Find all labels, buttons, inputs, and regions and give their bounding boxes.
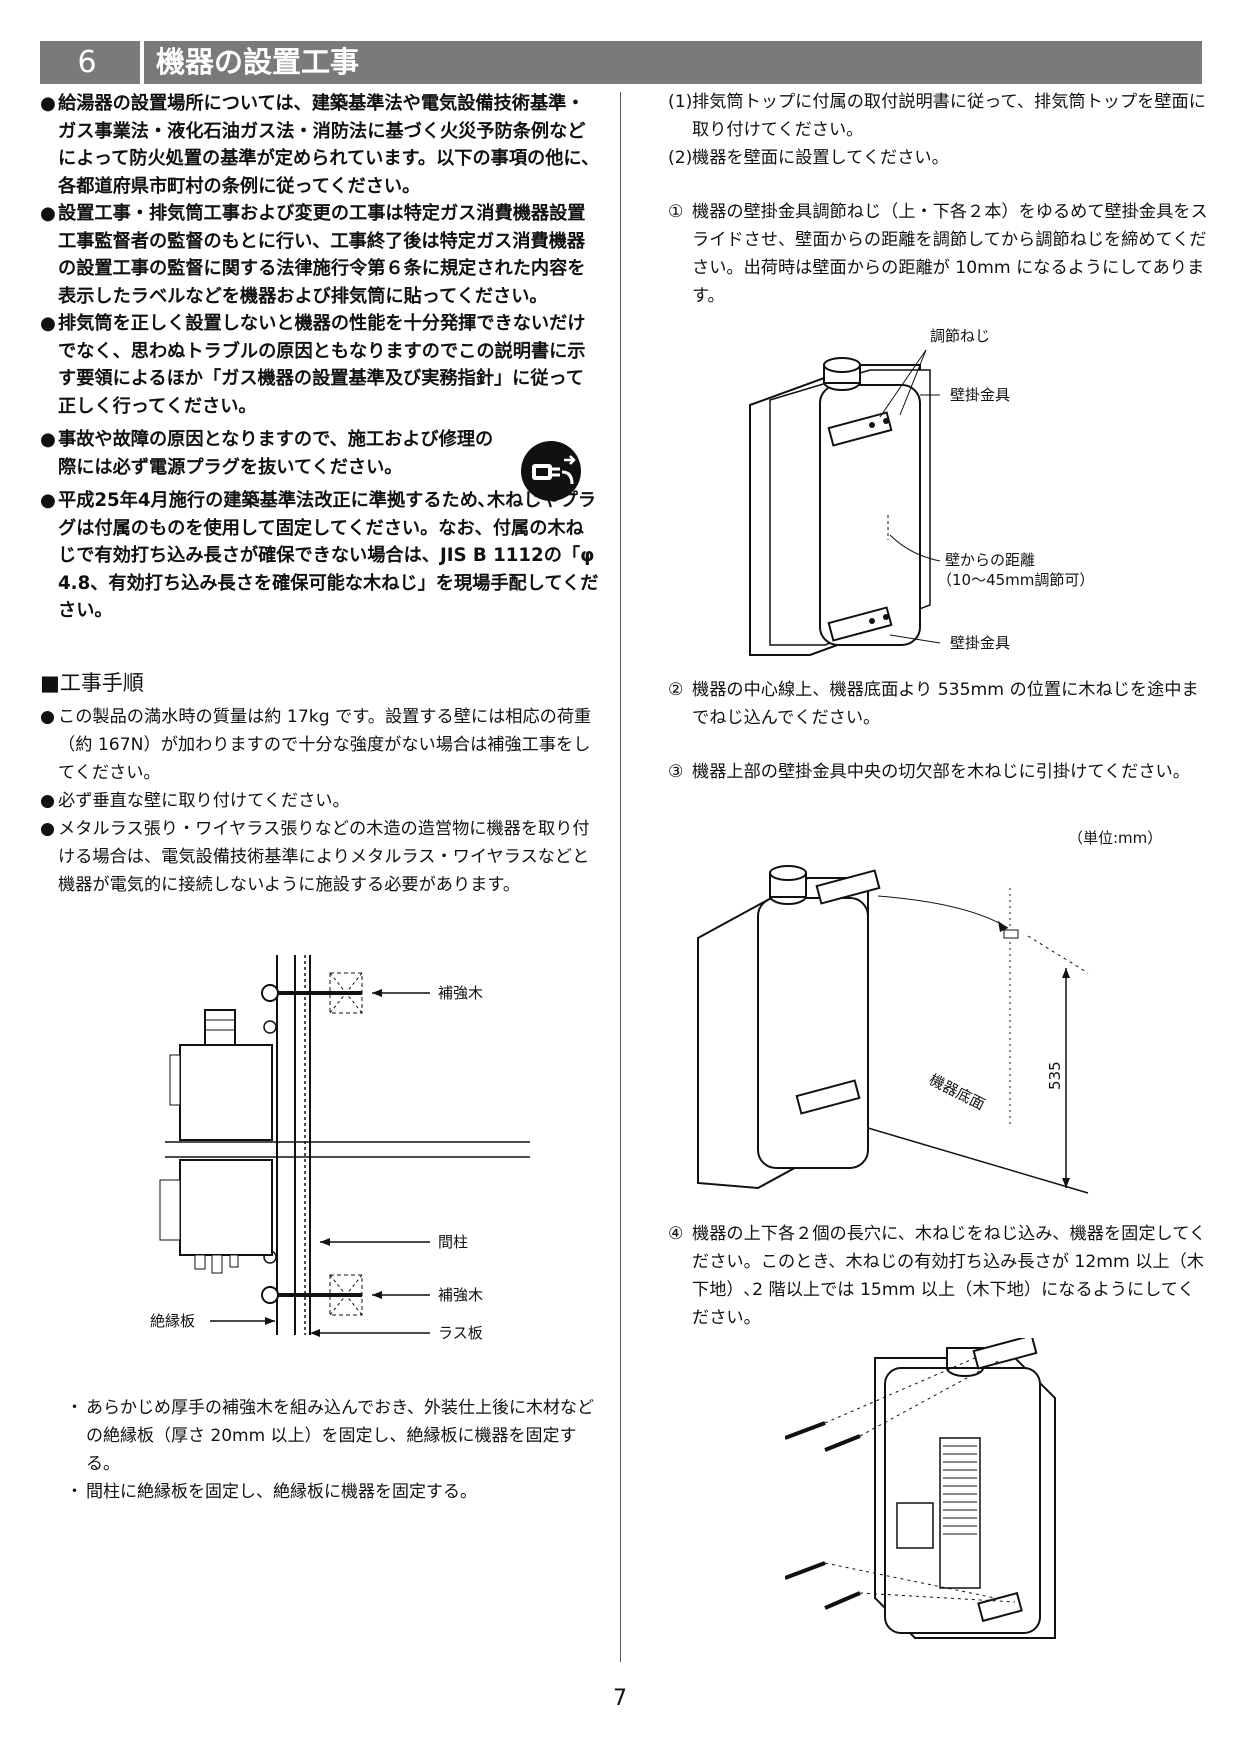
label-stud: 間柱: [438, 1233, 468, 1251]
note-marker: ・: [66, 1398, 83, 1418]
bullet-supervision: ●設置工事・排気筒工事および変更の工事は特定ガス消費機器設置工事監督者の監督のも…: [40, 200, 600, 310]
dimension-535: 535: [1046, 1061, 1064, 1090]
bracket-adjust-figure: 調節ねじ 壁掛金具 壁からの距離 （10〜45mm調節可） 壁掛金具: [749, 327, 1094, 656]
label-distance: 壁からの距離: [945, 551, 1035, 569]
right-column: (1)排気筒トップに付属の取付説明書に従って、排気筒トップを壁面に取り付けてくだ…: [668, 88, 1208, 310]
label-bracket-top: 壁掛金具: [950, 386, 1010, 404]
label-insulator: 絶縁板: [150, 1312, 195, 1330]
procedure-bullet-weight: ●この製品の満水時の質量は約 17kg です。設置する壁には相応の荷重（約 16…: [40, 703, 600, 787]
label-reinforce-top: 補強木: [438, 984, 483, 1002]
wall-structure-figure: 補強木 間柱 補強木 絶縁板 ラス板: [150, 955, 530, 1342]
bullet-marker: ●: [40, 313, 56, 334]
procedure-bullet-vertical: ●必ず垂直な壁に取り付けてください。: [40, 787, 600, 815]
column-divider: [620, 92, 621, 1662]
label-unit-bottom: 機器底面: [926, 1071, 988, 1114]
screw-fixing-figure: [785, 1338, 1056, 1639]
bullet-marker: ●: [40, 706, 55, 727]
label-bracket-bottom: 壁掛金具: [950, 634, 1010, 652]
bullet-marker: ●: [40, 203, 56, 224]
bullet-marker: ●: [40, 490, 56, 511]
label-adjust-screw: 調節ねじ: [930, 327, 990, 345]
intro-item-2: (2)機器を壁面に設置してください。: [668, 148, 949, 168]
bullet-marker: ●: [40, 790, 55, 811]
section-header: 6 機器の設置工事: [40, 41, 1202, 84]
note-item: ・間柱に絶縁板を固定し、絶縁板に機器を固定する。: [62, 1478, 602, 1506]
unplug-icon: [521, 441, 581, 501]
procedure-bullet-metal-lath: ●メタルラス張り・ワイヤラス張りなどの木造の造営物に機器を取り付ける場合は、電気…: [40, 815, 600, 899]
page-number: 7: [613, 1686, 627, 1711]
note-marker: ・: [66, 1482, 83, 1502]
bullet-building-code: ●平成25年4月施行の建築基準法改正に準拠するため､木ねじやプラグは付属のものを…: [40, 487, 600, 625]
label-lath: ラス板: [438, 1324, 483, 1342]
procedure-heading: ■工事手順: [40, 670, 144, 695]
bullet-installation-location: ●給湯器の設置場所については、建築基準法や電気設備技術基準・ガス事業法・液化石油…: [40, 90, 600, 200]
notes-block: ・あらかじめ厚手の補強木を組み込んでおき、外装仕上後に木材などの絶縁板（厚さ 2…: [62, 1394, 602, 1506]
note-item: ・あらかじめ厚手の補強木を組み込んでおき、外装仕上後に木材などの絶縁板（厚さ 2…: [62, 1394, 602, 1478]
bullet-marker: ●: [40, 818, 55, 839]
label-distance-note: （10〜45mm調節可）: [937, 571, 1094, 589]
section-title: 機器の設置工事: [156, 45, 360, 79]
bullet-marker: ●: [40, 429, 56, 450]
left-column: ●給湯器の設置場所については、建築基準法や電気設備技術基準・ガス事業法・液化石油…: [40, 90, 600, 899]
section-number: 6: [77, 45, 97, 80]
bullet-marker: ●: [40, 93, 56, 114]
intro-item-1: (1)排気筒トップに付属の取付説明書に従って、排気筒トップを壁面に取り付けてくだ…: [668, 92, 1206, 140]
header-divider: [140, 41, 144, 84]
bullet-exhaust-pipe: ●排気筒を正しく設置しないと機器の性能を十分発揮できないだけでなく、思わぬトラブ…: [40, 310, 600, 420]
label-reinforce-bottom: 補強木: [438, 1286, 483, 1304]
bullet-unplug-warning: ●事故や故障の原因となりますので、施工および修理の際には必ず電源プラグを抜いてく…: [40, 426, 600, 481]
hanging-figure: （単位:mm） 535 機器底面: [697, 829, 1158, 1194]
unit-label: （単位:mm）: [1068, 829, 1158, 847]
